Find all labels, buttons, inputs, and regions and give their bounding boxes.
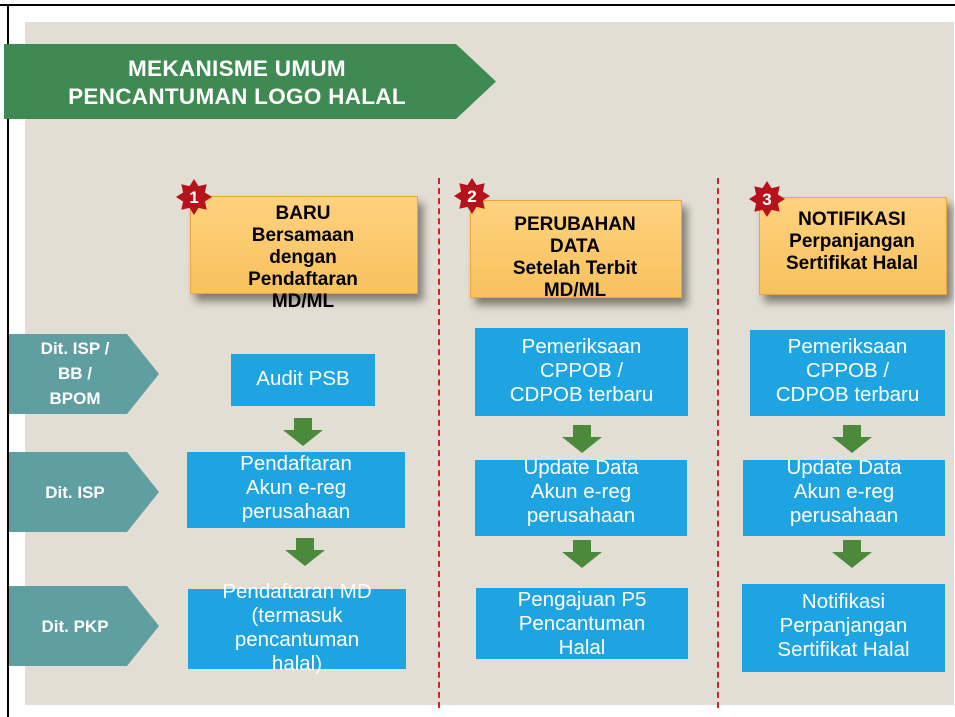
column-divider-1 bbox=[438, 178, 440, 708]
number-badge-2: 2 bbox=[454, 178, 490, 214]
stage-label-line: Dit. ISP bbox=[45, 483, 105, 502]
box-line: Akun e-reg bbox=[245, 476, 347, 499]
stage-arrow-1 bbox=[9, 334, 159, 414]
card-line: DATA bbox=[550, 236, 600, 257]
column-2-step-2-box bbox=[475, 460, 687, 536]
box-line: Pendaftaran bbox=[240, 452, 352, 475]
down-arrow-icon bbox=[562, 425, 602, 453]
column-2-step-3-text: Pengajuan P5 Pencantuman Halal bbox=[476, 588, 688, 660]
box-line: Audit PSB bbox=[256, 367, 350, 390]
stage-label-2: Dit. ISP bbox=[9, 480, 141, 505]
column-1-card-text: BARU Bersamaan dengan Pendaftaran MD/ML bbox=[203, 203, 403, 313]
box-line: halal) bbox=[271, 652, 323, 675]
box-line: CPPOB / bbox=[539, 359, 624, 382]
card-line: MD/ML bbox=[543, 280, 607, 301]
column-2-step-2-text: Update Data Akun e-reg perusahaan bbox=[475, 456, 687, 528]
box-line: Sertifikat Halal bbox=[777, 638, 910, 661]
stage-label-3: Dit. PKP bbox=[9, 614, 141, 639]
stage-arrow-2 bbox=[9, 452, 159, 532]
column-3-step-2-box bbox=[743, 460, 945, 536]
column-2-step-3-box bbox=[476, 588, 688, 659]
badge-number: 1 bbox=[189, 188, 198, 207]
column-3-step-1-box bbox=[750, 330, 945, 416]
column-3-step-1-text: Pemeriksaan CPPOB / CDPOB terbaru bbox=[750, 335, 945, 407]
title-banner bbox=[4, 44, 496, 119]
number-badge-1: 1 bbox=[176, 179, 212, 215]
column-3-step-3-box bbox=[742, 584, 945, 672]
down-arrow-icon bbox=[285, 538, 325, 566]
left-border-line bbox=[7, 4, 9, 717]
box-line: Update Data bbox=[786, 456, 902, 479]
card-line: dengan bbox=[269, 247, 337, 268]
column-2-step-1-box bbox=[475, 328, 688, 416]
column-1-card bbox=[190, 196, 418, 294]
column-3-card-text: NOTIFIKASI Perpanjangan Sertifikat Halal bbox=[759, 209, 945, 275]
card-line: BARU bbox=[275, 203, 331, 224]
column-divider-2 bbox=[717, 178, 719, 708]
box-line: perusahaan bbox=[526, 504, 636, 527]
column-3-step-3-text: Notifikasi Perpanjangan Sertifikat Halal bbox=[742, 590, 945, 662]
card-line: MD/ML bbox=[271, 291, 335, 312]
down-arrow-icon bbox=[832, 425, 872, 453]
box-line: Pemeriksaan bbox=[787, 335, 908, 358]
box-line: pencantuman bbox=[234, 628, 360, 651]
down-arrow-icon bbox=[562, 540, 602, 568]
box-line: Update Data bbox=[523, 456, 639, 479]
card-line: PERUBAHAN bbox=[514, 214, 636, 235]
box-line: perusahaan bbox=[241, 500, 351, 523]
box-line: Notifikasi bbox=[801, 590, 886, 613]
box-line: CDPOB terbaru bbox=[509, 383, 654, 406]
stage-label-line: BB / bbox=[58, 364, 92, 383]
card-line: Pendaftaran bbox=[248, 269, 358, 290]
column-2-card-text: PERUBAHAN DATA Setelah Terbit MD/ML bbox=[470, 214, 680, 302]
box-line: Akun e-reg bbox=[530, 480, 632, 503]
column-3-step-2-text: Update Data Akun e-reg perusahaan bbox=[743, 456, 945, 528]
box-line: CPPOB / bbox=[805, 359, 890, 382]
stage-label-line: Dit. ISP / bbox=[40, 339, 110, 358]
column-1-step-3-text: Pendaftaran MD (termasuk pencantuman hal… bbox=[188, 580, 406, 676]
box-line: CDPOB terbaru bbox=[775, 383, 920, 406]
stage-label-line: BPOM bbox=[49, 389, 101, 408]
card-line: Bersamaan bbox=[251, 225, 355, 246]
box-line: perusahaan bbox=[789, 504, 899, 527]
column-3-card bbox=[759, 197, 947, 295]
card-line: Perpanjangan bbox=[789, 231, 915, 252]
box-line: Pemeriksaan bbox=[521, 335, 642, 358]
stage-arrow-3 bbox=[9, 586, 159, 666]
stage-label-line: Dit. PKP bbox=[41, 617, 109, 636]
card-line: Sertifikat Halal bbox=[786, 253, 918, 274]
box-line: Pendaftaran MD bbox=[222, 580, 372, 603]
column-1-step-2-box bbox=[187, 452, 405, 528]
column-1-step-1-text: Audit PSB bbox=[231, 367, 375, 391]
card-line: Setelah Terbit bbox=[512, 258, 638, 279]
card-line: NOTIFIKASI bbox=[798, 209, 906, 230]
column-1-step-1-box bbox=[231, 354, 375, 406]
column-2-card bbox=[470, 200, 682, 298]
box-line: (termasuk bbox=[251, 604, 343, 627]
box-line: Akun e-reg bbox=[793, 480, 895, 503]
column-2-step-1-text: Pemeriksaan CPPOB / CDPOB terbaru bbox=[475, 335, 688, 407]
badge-number: 2 bbox=[467, 187, 476, 206]
box-line: Pencantuman bbox=[518, 612, 646, 635]
page-title: MEKANISME UMUM PENCANTUMAN LOGO HALAL bbox=[4, 55, 470, 111]
box-line: Pengajuan P5 bbox=[517, 588, 647, 611]
title-line-2: PENCANTUMAN LOGO HALAL bbox=[68, 84, 406, 109]
down-arrow-icon bbox=[832, 540, 872, 568]
down-arrow-icon bbox=[283, 418, 323, 446]
number-badge-3: 3 bbox=[749, 181, 785, 217]
top-border-line bbox=[0, 4, 955, 6]
column-1-step-2-text: Pendaftaran Akun e-reg perusahaan bbox=[187, 452, 405, 524]
badge-number: 3 bbox=[762, 190, 771, 209]
box-line: Perpanjangan bbox=[779, 614, 908, 637]
column-1-step-3-box bbox=[188, 589, 406, 669]
stage-label-1: Dit. ISP / BB / BPOM bbox=[9, 336, 141, 411]
title-line-1: MEKANISME UMUM bbox=[128, 56, 346, 81]
box-line: Halal bbox=[558, 636, 606, 659]
